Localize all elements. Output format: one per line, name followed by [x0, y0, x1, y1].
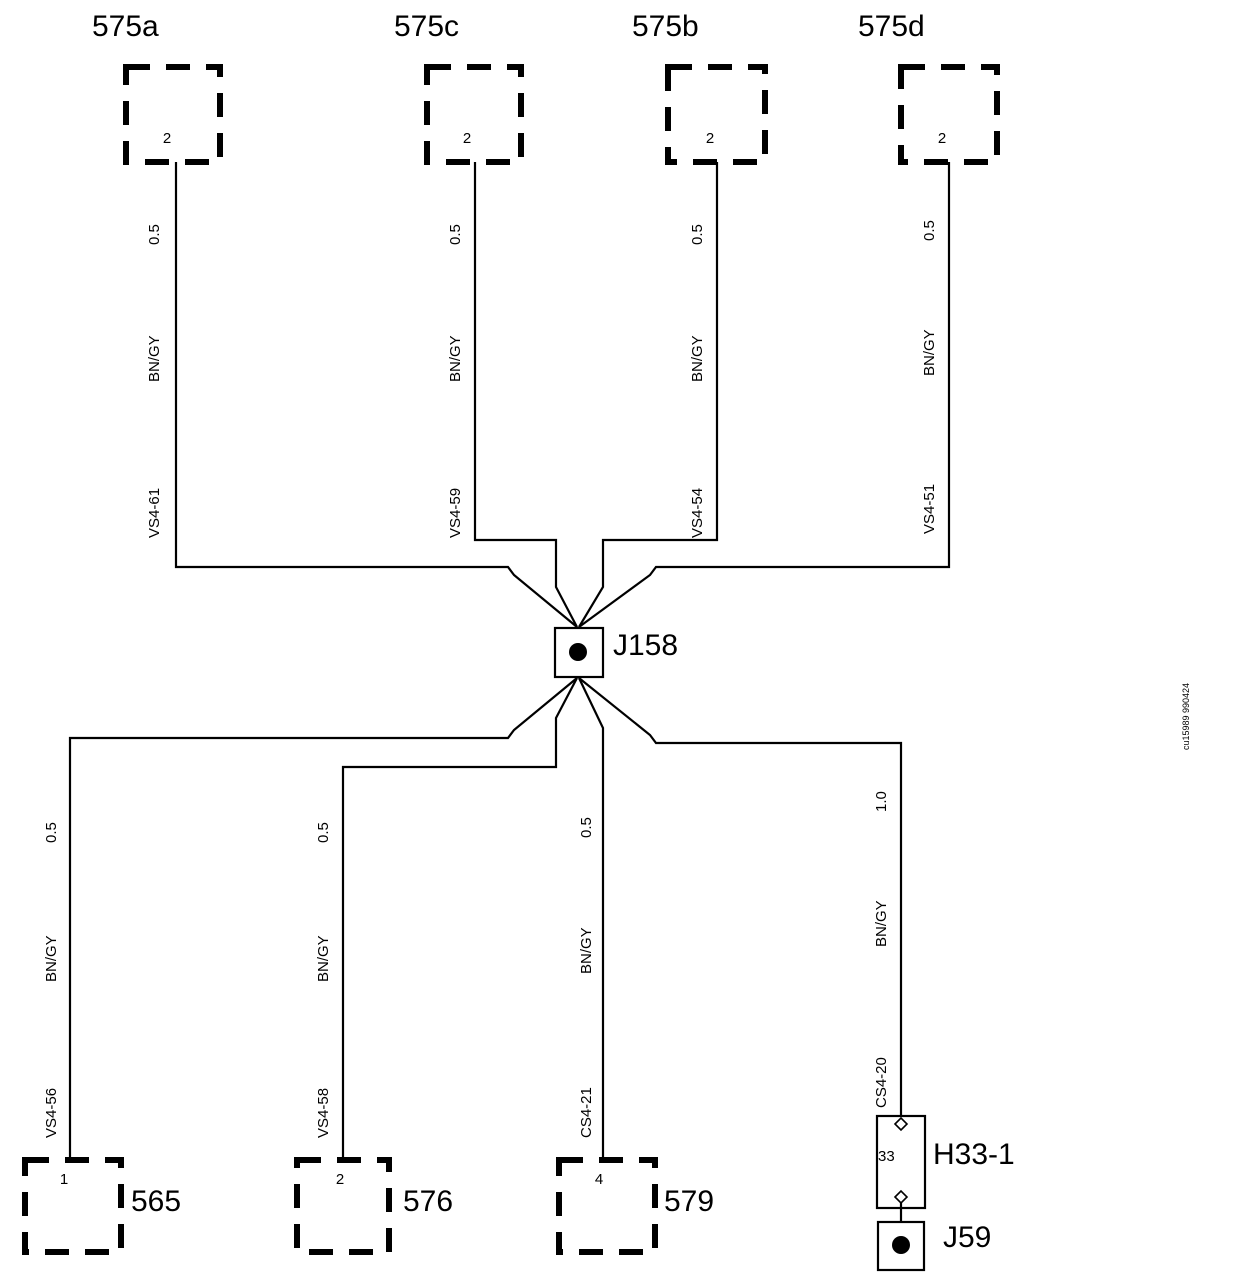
connector-575a-label: 575a — [92, 10, 159, 43]
connector-565-pin: 1 — [60, 1171, 68, 1188]
connector-575d-body — [898, 64, 1000, 165]
wire-575a-size: 0.5 — [146, 224, 163, 245]
connector-575d: 575d 2 — [858, 10, 1000, 165]
wire-576-size: 0.5 — [315, 822, 332, 843]
connector-575a-body — [123, 64, 223, 165]
connector-579-pin: 4 — [595, 1171, 603, 1188]
wire-h33-1 — [578, 677, 903, 1118]
terminal-diamond-icon — [893, 1189, 909, 1205]
wire-565-circuit: VS4-56 — [43, 1088, 60, 1138]
wire-575d-labels: 0.5 BN/GY VS4-51 — [921, 220, 938, 534]
connector-575a-pin: 2 — [163, 130, 171, 147]
wire-575b — [578, 162, 719, 628]
wire-575c-labels: 0.5 BN/GY VS4-59 — [447, 224, 464, 538]
wire-565-labels: 0.5 BN/GY VS4-56 — [43, 822, 60, 1138]
wire-579-circuit: CS4-21 — [578, 1087, 595, 1138]
wire-575b-color: BN/GY — [689, 335, 706, 382]
connector-575c-body — [424, 64, 524, 165]
connector-575b: 575b 2 — [632, 10, 768, 165]
wire-575c — [473, 162, 578, 628]
connector-565-body — [22, 1157, 124, 1255]
wire-575b-labels: 0.5 BN/GY VS4-54 — [689, 224, 706, 538]
connector-575d-label: 575d — [858, 10, 925, 43]
wire-575c-size: 0.5 — [447, 224, 464, 245]
wire-565-size: 0.5 — [43, 822, 60, 843]
wire-575a-color: BN/GY — [146, 335, 163, 382]
wire-575a — [174, 162, 578, 628]
connector-576-label: 576 — [403, 1185, 453, 1218]
connector-575a: 575a 2 — [92, 10, 223, 165]
ground-dot-icon — [892, 1236, 910, 1254]
wire-h33-1-color: BN/GY — [873, 900, 890, 947]
connector-565: 1 565 — [22, 1157, 181, 1255]
wire-575b-circuit: VS4-54 — [689, 488, 706, 538]
connector-575b-pin: 2 — [706, 130, 714, 147]
terminal-diamond-icon — [893, 1116, 909, 1132]
connector-579-body — [556, 1157, 658, 1255]
connector-575d-pin: 2 — [938, 130, 946, 147]
wire-575a-circuit: VS4-61 — [146, 488, 163, 538]
splice-dot-icon — [569, 643, 587, 661]
inline-connector-h33-1-pin: 33 — [878, 1148, 895, 1165]
splice-j158: J158 — [553, 626, 678, 679]
connector-575c-label: 575c — [394, 10, 459, 43]
ground-j59: J59 — [876, 1220, 991, 1272]
wire-575b-size: 0.5 — [689, 224, 706, 245]
inline-connector-h33-1: 33 H33-1 — [875, 1114, 1015, 1210]
wire-579-size: 0.5 — [578, 817, 595, 838]
connector-576: 2 576 — [294, 1157, 453, 1255]
wire-579-color: BN/GY — [578, 927, 595, 974]
wire-565-color: BN/GY — [43, 935, 60, 982]
wire-h33-1-labels: 1.0 BN/GY CS4-20 — [873, 791, 890, 1108]
drawing-reference: cu15989 990424 — [1181, 683, 1191, 750]
wire-575d — [578, 162, 951, 628]
wire-576-color: BN/GY — [315, 935, 332, 982]
connector-565-label: 565 — [131, 1185, 181, 1218]
connector-576-body — [294, 1157, 392, 1255]
connector-576-pin: 2 — [336, 1171, 344, 1188]
wire-576-circuit: VS4-58 — [315, 1088, 332, 1138]
connector-575b-label: 575b — [632, 10, 699, 43]
wire-576 — [341, 677, 578, 1160]
wire-575c-color: BN/GY — [447, 335, 464, 382]
wire-565 — [68, 677, 578, 1160]
connector-575c-pin: 2 — [463, 130, 471, 147]
wire-575d-size: 0.5 — [921, 220, 938, 241]
wire-575a-labels: 0.5 BN/GY VS4-61 — [146, 224, 163, 538]
inline-connector-h33-1-label: H33-1 — [933, 1138, 1015, 1171]
connector-575c: 575c 2 — [394, 10, 524, 165]
wire-575d-color: BN/GY — [921, 329, 938, 376]
wire-575c-circuit: VS4-59 — [447, 488, 464, 538]
wire-579-labels: 0.5 BN/GY CS4-21 — [578, 817, 595, 1138]
wire-575d-circuit: VS4-51 — [921, 484, 938, 534]
connector-575b-body — [665, 64, 768, 165]
wire-576-labels: 0.5 BN/GY VS4-58 — [315, 822, 332, 1138]
wire-579 — [578, 677, 605, 1160]
ground-j59-label: J59 — [943, 1221, 991, 1254]
connector-579-label: 579 — [664, 1185, 714, 1218]
wire-h33-1-circuit: CS4-20 — [873, 1057, 890, 1108]
connector-579: 4 579 — [556, 1157, 714, 1255]
wire-h33-1-size: 1.0 — [873, 791, 890, 812]
splice-j158-label: J158 — [613, 629, 678, 662]
